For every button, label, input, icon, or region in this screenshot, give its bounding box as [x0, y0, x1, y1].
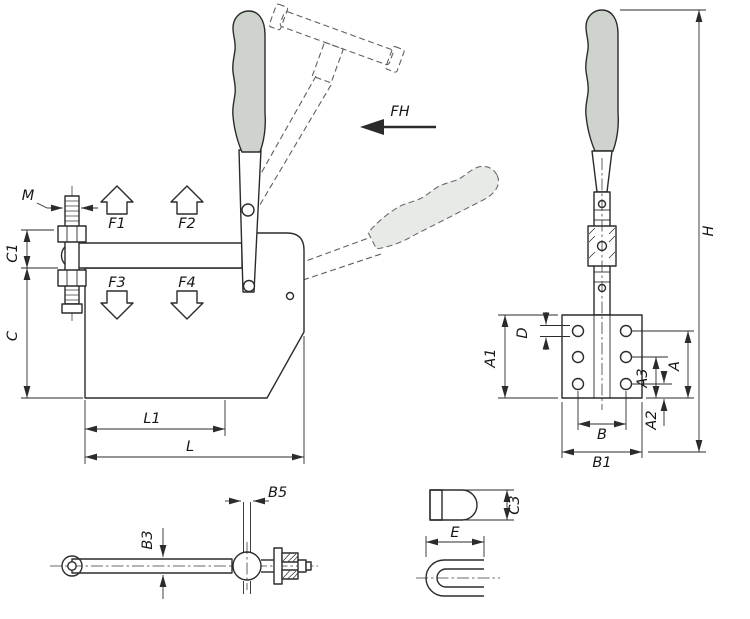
- spindle-foot: [61, 303, 83, 314]
- dim-l: L: [85, 336, 305, 464]
- m-label: M: [22, 188, 35, 204]
- force-arrow-down-f3: [100, 290, 134, 320]
- fh-arrowhead: [360, 119, 384, 135]
- a2-label: A2: [644, 410, 660, 430]
- spindle-nut-upper: [57, 225, 87, 243]
- fork-inner: [436, 568, 484, 588]
- l1-label: L1: [143, 411, 160, 427]
- clamp-arm: [60, 242, 243, 269]
- b3-label: B3: [140, 530, 156, 549]
- fork-detail: E: [416, 525, 500, 597]
- bracket-section: [261, 547, 312, 585]
- dim-a3: A3: [632, 356, 694, 399]
- mounting-holes: [571, 324, 633, 391]
- dim-l1: L1: [84, 400, 226, 464]
- c1-label: C1: [5, 243, 21, 262]
- dim-b3: B3: [140, 528, 167, 599]
- force-arrow-up-f2: [170, 185, 204, 215]
- thread-ticks: [65, 200, 79, 301]
- front-view: FH F1 F2 F3 F4 M C1: [5, 3, 505, 464]
- h-label: H: [701, 225, 717, 236]
- force-arrow-down-f4: [170, 290, 204, 320]
- f1-label: F1: [108, 216, 126, 232]
- dim-a1: A1: [483, 314, 558, 399]
- dim-b1: B1: [561, 402, 643, 471]
- c3-label: C3: [507, 495, 523, 514]
- actuation-force: FH: [360, 104, 436, 135]
- dim-e: E: [425, 525, 485, 557]
- dim-c: C: [5, 268, 83, 399]
- handle-grip-side: [585, 9, 619, 152]
- b1-label: B1: [592, 455, 611, 471]
- fh-label: FH: [390, 104, 409, 120]
- section-hatch: [282, 553, 299, 579]
- f3-label: F3: [108, 275, 126, 291]
- force-arrow-up-f1: [100, 185, 134, 215]
- a1-label: A1: [483, 348, 499, 368]
- dim-c3: C3: [464, 489, 523, 521]
- spindle-assembly: [57, 186, 87, 322]
- spindle-nut-lower: [57, 269, 87, 287]
- f2-label: F2: [178, 216, 196, 232]
- dim-a2: A2: [632, 371, 672, 431]
- dim-d: D: [515, 312, 570, 350]
- arm-eye-hole: [67, 561, 77, 571]
- handle-grip: [232, 10, 266, 153]
- pivot-pin-upper: [241, 203, 255, 217]
- spindle-rod: [64, 195, 80, 305]
- arm-eye: [61, 555, 83, 577]
- b-label: B: [597, 427, 607, 443]
- pad-outline: [429, 489, 478, 521]
- dim-b: B: [577, 391, 627, 443]
- dim-b5: B5: [225, 485, 287, 505]
- a-label: A: [667, 361, 683, 372]
- hub-hatch: [588, 227, 616, 259]
- force-arrows: F1 F2 F3 F4: [100, 185, 204, 320]
- dim-m: M: [22, 188, 98, 212]
- ghost-grip: [363, 159, 505, 255]
- pad-detail: C3: [429, 489, 523, 521]
- dim-c1: C1: [5, 229, 58, 269]
- e-label: E: [450, 525, 460, 541]
- pivot-pin-lower: [242, 279, 256, 293]
- l-label: L: [186, 439, 194, 455]
- pad-shank: [429, 489, 443, 521]
- ghost-open-handle-top: [245, 3, 405, 209]
- top-view: B3 B5: [50, 485, 318, 599]
- d-label: D: [515, 327, 531, 338]
- a3-label: A3: [635, 368, 651, 388]
- dim-a: A: [632, 330, 694, 398]
- bracket-hole: [285, 291, 295, 301]
- c-label: C: [5, 330, 21, 341]
- b5-label: B5: [268, 485, 287, 501]
- fork-outer: [425, 559, 484, 597]
- f4-label: F4: [178, 275, 196, 291]
- side-view: D A1 A3 A2 A: [483, 9, 717, 471]
- dim-h: H: [620, 9, 717, 453]
